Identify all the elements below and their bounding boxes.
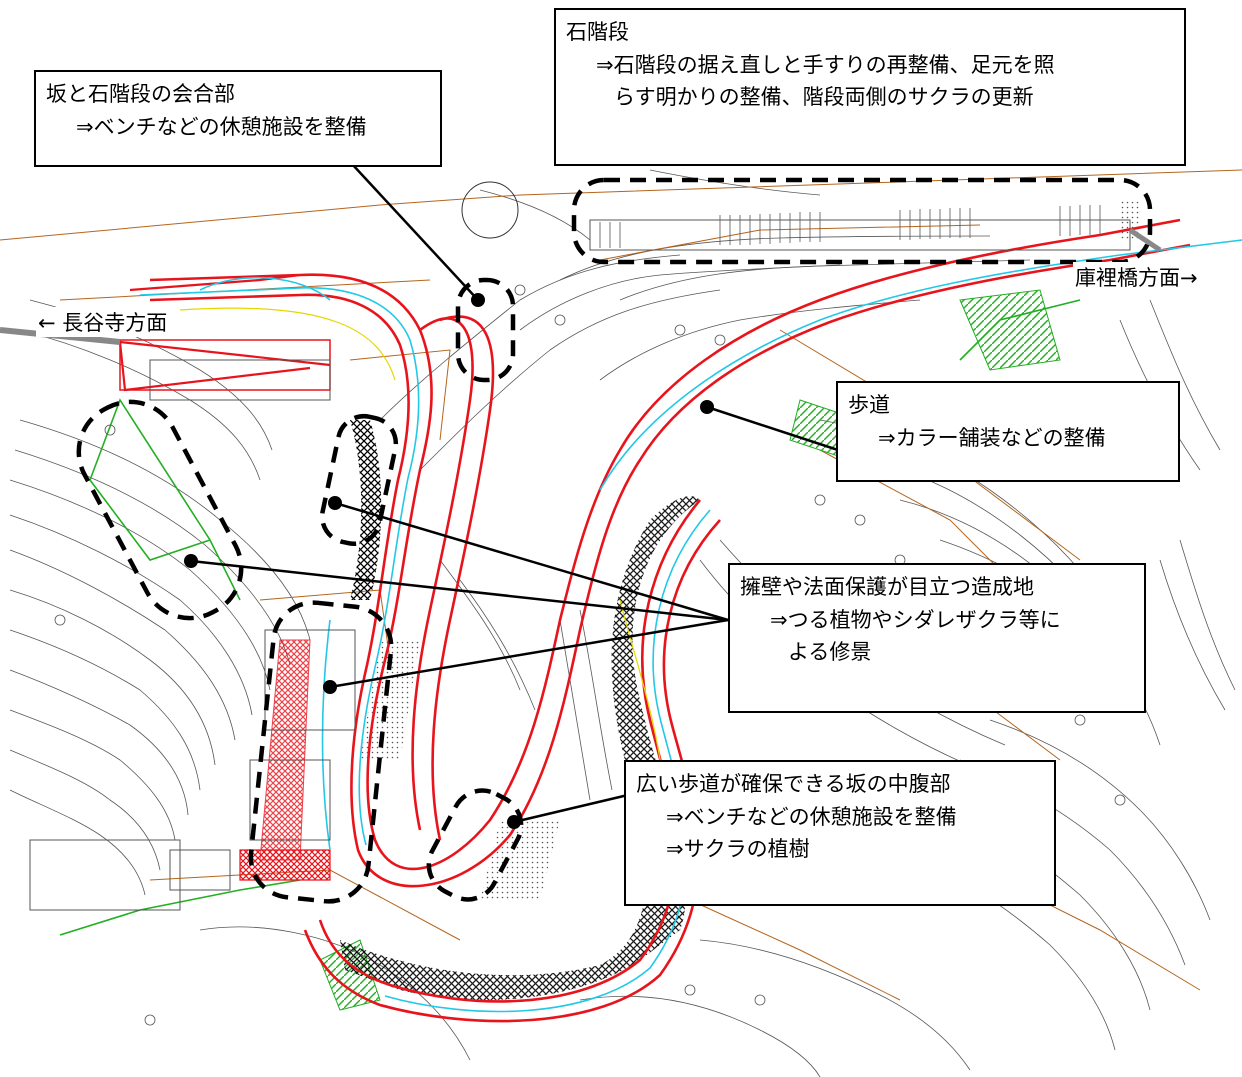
parking-area-outline xyxy=(119,339,331,391)
callout-junction-title: 坂と石階段の会合部 xyxy=(46,82,235,106)
callout-stone-stairs-title: 石階段 xyxy=(566,20,629,44)
callout-junction: 坂と石階段の会合部 ⇒ベンチなどの休憩施設を整備 xyxy=(34,70,442,167)
callout-sidewalk: 歩道 ⇒カラー舗装などの整備 xyxy=(836,381,1180,482)
callout-midslope-title: 広い歩道が確保できる坂の中腹部 xyxy=(636,772,951,796)
callout-retaining-wall-line2: よる修景 xyxy=(788,640,872,665)
survey-circle xyxy=(461,181,519,239)
direction-kurihashi: 庫裡橋方面→ xyxy=(1073,262,1200,292)
leader-lines xyxy=(190,163,839,824)
callout-midslope: 広い歩道が確保できる坂の中腹部 ⇒ベンチなどの休憩施設を整備 ⇒サクラの植樹 xyxy=(624,760,1056,906)
focus-areas xyxy=(76,177,1153,904)
callout-stone-stairs-line2: らす明かりの整備、階段両側のサクラの更新 xyxy=(614,85,1034,110)
centerline xyxy=(179,307,396,381)
callout-midslope-line2: ⇒サクラの植樹 xyxy=(666,837,810,862)
stone-stairs-drawing xyxy=(589,205,1162,253)
callout-retaining-wall: 擁壁や法面保護が目立つ造成地 ⇒つる植物やシダレザクラ等に よる修景 xyxy=(728,563,1146,713)
direction-hasedera: ← 長谷寺方面 xyxy=(36,307,170,337)
callout-retaining-wall-title: 擁壁や法面保護が目立つ造成地 xyxy=(740,575,1034,599)
callout-midslope-line1: ⇒ベンチなどの休憩施設を整備 xyxy=(666,804,957,829)
callout-sidewalk-title: 歩道 xyxy=(848,393,890,417)
building-outlines xyxy=(29,359,356,911)
serpentine-road xyxy=(149,218,1191,1023)
callout-junction-line1: ⇒ベンチなどの休憩施設を整備 xyxy=(76,114,367,139)
leader-dots xyxy=(184,293,714,829)
callout-sidewalk-line1: ⇒カラー舗装などの整備 xyxy=(878,425,1106,450)
callout-stone-stairs-line1: ⇒石階段の据え直しと手すりの再整備、足元を照 xyxy=(596,52,1055,77)
callout-retaining-wall-line1: ⇒つる植物やシダレザクラ等に xyxy=(770,607,1061,632)
green-lines xyxy=(59,299,1081,936)
callout-stone-stairs: 石階段 ⇒石階段の据え直しと手すりの再整備、足元を照 らす明かりの整備、階段両側… xyxy=(554,8,1186,166)
retaining-walls xyxy=(239,420,700,1000)
